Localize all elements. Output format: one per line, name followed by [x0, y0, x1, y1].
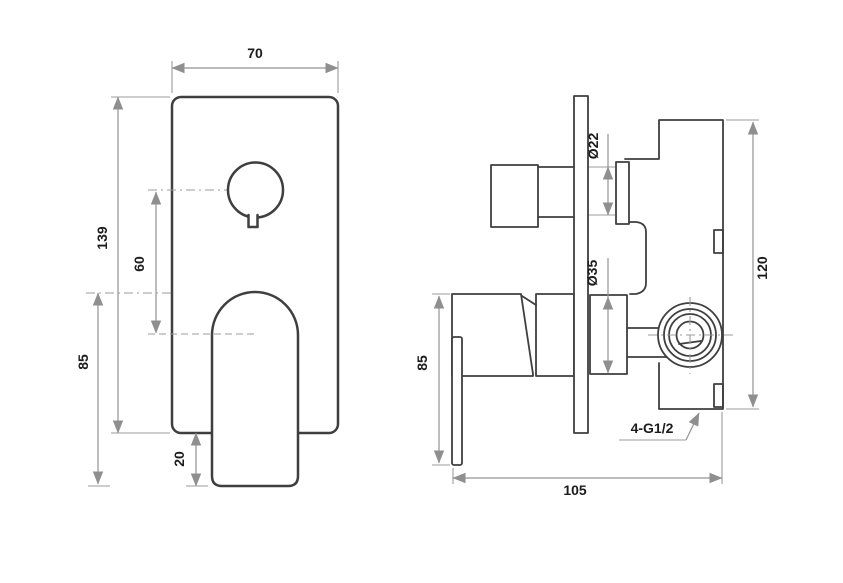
- dim-body-height: 120: [726, 119, 770, 410]
- knob-tab-mask: [248, 213, 258, 227]
- thread-callout: 4-G1/2: [619, 412, 700, 441]
- dim-label-d22: Ø22: [585, 133, 601, 160]
- dim-label-85-front: 85: [75, 354, 91, 370]
- top-collar: [615, 161, 630, 225]
- dim-overall-depth: 105: [452, 412, 723, 498]
- dim-label-d35: Ø35: [584, 260, 600, 287]
- side-view: Ø22 Ø35 120 85 105: [414, 95, 770, 498]
- dim-plate-height: 139: [94, 96, 170, 434]
- dim-handle-drop: 85: [75, 292, 110, 487]
- body-bump: [628, 221, 647, 295]
- knob-tab: [247, 213, 259, 229]
- dim-circle-to-pivot: 60: [131, 191, 162, 334]
- block-neck-joint: [521, 295, 537, 306]
- body-notch-upper: [713, 229, 724, 254]
- front-handle: [210, 290, 300, 488]
- body-outline: [624, 119, 724, 410]
- front-view: 70 139 60 85 20: [75, 45, 340, 488]
- side-plate: [573, 95, 589, 434]
- thread-callout-label: 4-G1/2: [631, 420, 674, 436]
- dim-handle-length: 85: [414, 293, 450, 466]
- dim-label-20: 20: [171, 451, 187, 467]
- dim-label-60: 60: [131, 256, 147, 272]
- body-notch-lower: [713, 383, 724, 408]
- dim-label-70: 70: [247, 45, 263, 61]
- dim-label-120: 120: [754, 256, 770, 280]
- cartridge-neck: [535, 293, 575, 377]
- dim-plate-width: 70: [171, 45, 339, 93]
- side-lever: [451, 336, 463, 466]
- side-handle-block: [451, 293, 534, 377]
- dim-label-85-side: 85: [414, 355, 430, 371]
- dim-label-139: 139: [94, 226, 110, 250]
- dim-stem-diameter: Ø22: [585, 133, 615, 216]
- side-knob: [490, 164, 539, 228]
- diverter-knob-circle: [226, 161, 285, 219]
- valve-body: [589, 119, 733, 410]
- dim-cartridge-diameter: Ø35: [584, 258, 614, 374]
- dim-label-105: 105: [563, 482, 587, 498]
- dim-handle-overhang: 20: [171, 432, 208, 487]
